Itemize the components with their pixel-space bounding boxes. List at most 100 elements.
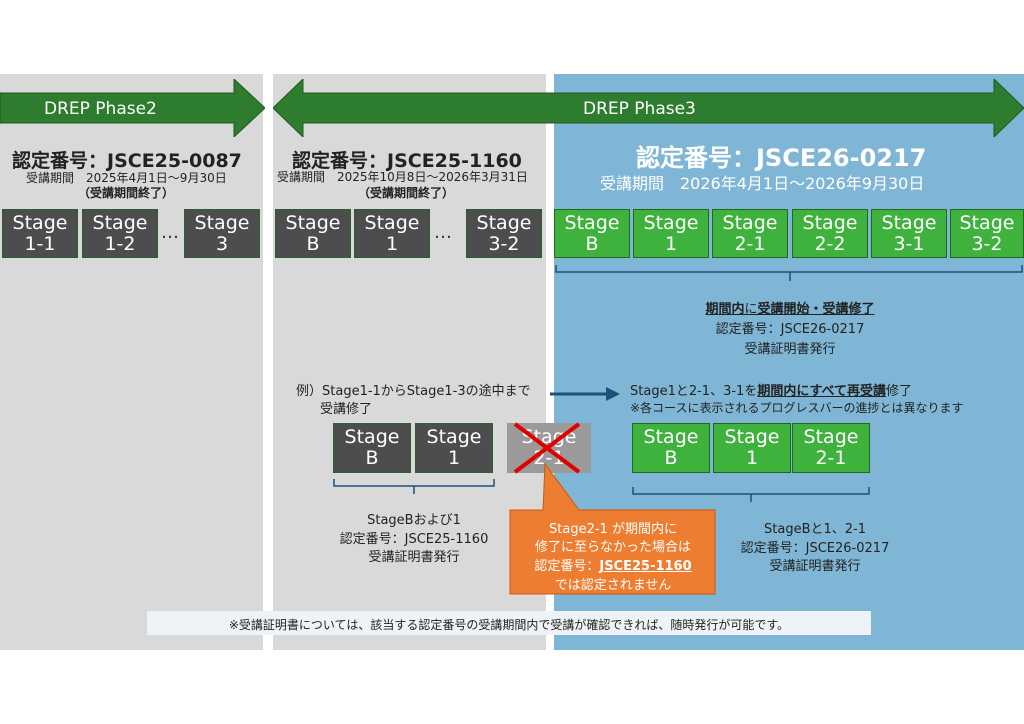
stage-card: Stage 2-1 [792,423,870,473]
example-right-caption-1: StageBと1、2-1 [764,522,866,537]
callout-shape [509,462,716,595]
phase2-old-panel [0,74,263,650]
summary-strong-1: 期間内 [705,302,745,317]
phase3-label: DREP Phase3 [583,99,696,119]
callout-line-3: 認定番号：JSCE25-1160 [510,555,716,574]
callout-cert-label: 認定番号： [534,559,600,574]
phase2-label: DREP Phase2 [44,99,157,119]
stage-title: Stage [881,212,937,234]
summary-strong-2: 受講開始・受講修了 [757,302,875,317]
footnote: ※受講証明書については、該当する認定番号の受講期間内で受講が確認できれば、随時発… [147,611,871,635]
stage-number: B [306,233,320,255]
stage-number: 1 [745,447,759,469]
stage-card: Stage 3-2 [466,209,542,258]
stage-card: Stage B [333,423,411,473]
stage-title: Stage [344,426,400,448]
stage-card: Stage 2-1 [712,209,788,258]
stage-number: 3 [215,233,229,255]
stage-card: Stage 1 [633,209,709,258]
period-1: 受講期間 2025年4月1日～9月30日 [26,171,227,185]
stage-number: 3-2 [488,233,520,255]
stage-title: Stage [285,212,341,234]
stage-title: Stage [564,212,620,234]
stage-card: Stage 2-2 [792,209,868,258]
period-2: 受講期間 2025年10月8日～2026年3月31日 [277,170,528,184]
stage-card: Stage 1-1 [2,209,78,258]
stage-card: Stage 1 [415,423,493,473]
stage-number: 1-1 [24,233,56,255]
stage-number: 1-2 [104,233,136,255]
stage-title: Stage [722,212,778,234]
retake-line-1: Stage1と2-1、3-1を期間内にすべて再受講修了 [630,380,912,399]
stage-number: 2-1 [734,233,766,255]
retake-text-c: 修了 [886,384,913,399]
stage-title: Stage [12,212,68,234]
stage-card: Stage 3 [184,209,260,258]
callout-cert-number: JSCE25-1160 [599,559,692,574]
stage-title: Stage [959,212,1015,234]
stage-number: 1 [385,233,399,255]
stage-number: 1 [664,233,678,255]
stage-card: Stage 1 [354,209,430,258]
phase3-summary-heading: 期間内に受講開始・受講修了 [640,298,940,317]
brace-phase3 [555,265,1023,281]
right-arrow-icon [550,387,620,401]
phase3-arrow [273,79,1024,137]
stage-number: B [365,447,379,469]
stage-title: Stage [643,212,699,234]
period-ended-1: （受講期間終了） [78,186,175,200]
stage-card: Stage B [275,209,351,258]
stage-title: Stage [521,426,577,448]
stage-number: 2-1 [815,447,847,469]
stage-number: 2-2 [814,233,846,255]
example-line-2: 受講修了 [320,402,373,417]
stage-card: Stage 1 [713,423,791,473]
stage-title: Stage [643,426,699,448]
example-left-caption-1: StageBおよび1 [367,513,461,528]
stage-number: 3-1 [893,233,925,255]
example-left-caption-2: 認定番号：JSCE25-1160 [339,532,489,547]
brace-example-right [632,487,870,502]
example-right-caption-2: 認定番号：JSCE26-0217 [740,541,890,556]
period-3: 受講期間 2026年4月1日～2026年9月30日 [600,174,925,193]
stage-title: Stage [426,426,482,448]
callout-line-4: では認定されません [554,578,672,593]
cert-number-2: 認定番号：JSCE25-1160 [292,150,522,172]
stage-title: Stage [194,212,250,234]
stage-title: Stage [364,212,420,234]
stage-card: Stage B [554,209,630,258]
period-ended-2: （受講期間終了） [358,186,455,200]
cert-number-3: 認定番号：JSCE26-0217 [636,144,927,172]
example-line-1: 例）Stage1-1からStage1-3の途中まで [296,384,531,399]
stage-title: Stage [476,212,532,234]
cross-icon [513,422,581,474]
cert-number-1: 認定番号：JSCE25-0087 [12,150,242,172]
example-right-caption-3: 受講証明書発行 [769,559,861,574]
stage-number: 1 [447,447,461,469]
stage-card: Stage 3-1 [871,209,947,258]
summary-mid: に [744,302,758,317]
retake-text-a: Stage1と2-1、3-1を [630,384,758,399]
phase3-summary-issue: 受講証明書発行 [744,342,836,357]
stage-card: Stage 3-2 [950,209,1024,258]
example-left-caption-3: 受講証明書発行 [368,550,460,565]
phase2-arrow [0,79,265,137]
stage-card: Stage 1-2 [82,209,158,258]
callout-line-1: Stage2-1 が期間内に [549,522,677,537]
stage-title: Stage [92,212,148,234]
callout-line-2: 修了に至らなかった場合は [534,540,691,555]
retake-line-2: ※各コースに表示されるプログレスバーの進捗とは異なります [630,401,964,415]
phase2-current-panel [273,74,546,650]
stage-number: B [585,233,599,255]
stage-number: B [664,447,678,469]
stage-card: Stage B [632,423,710,473]
brace-example-left [333,479,495,494]
retake-text-b: 期間内にすべて再受講 [757,384,887,399]
ellipsis: … [434,222,452,243]
ellipsis: … [161,222,179,243]
stage-title: Stage [803,426,859,448]
phase3-summary-cert: 認定番号：JSCE26-0217 [715,322,865,337]
stage-number: 3-2 [971,233,1003,255]
stage-title: Stage [802,212,858,234]
stage-title: Stage [724,426,780,448]
